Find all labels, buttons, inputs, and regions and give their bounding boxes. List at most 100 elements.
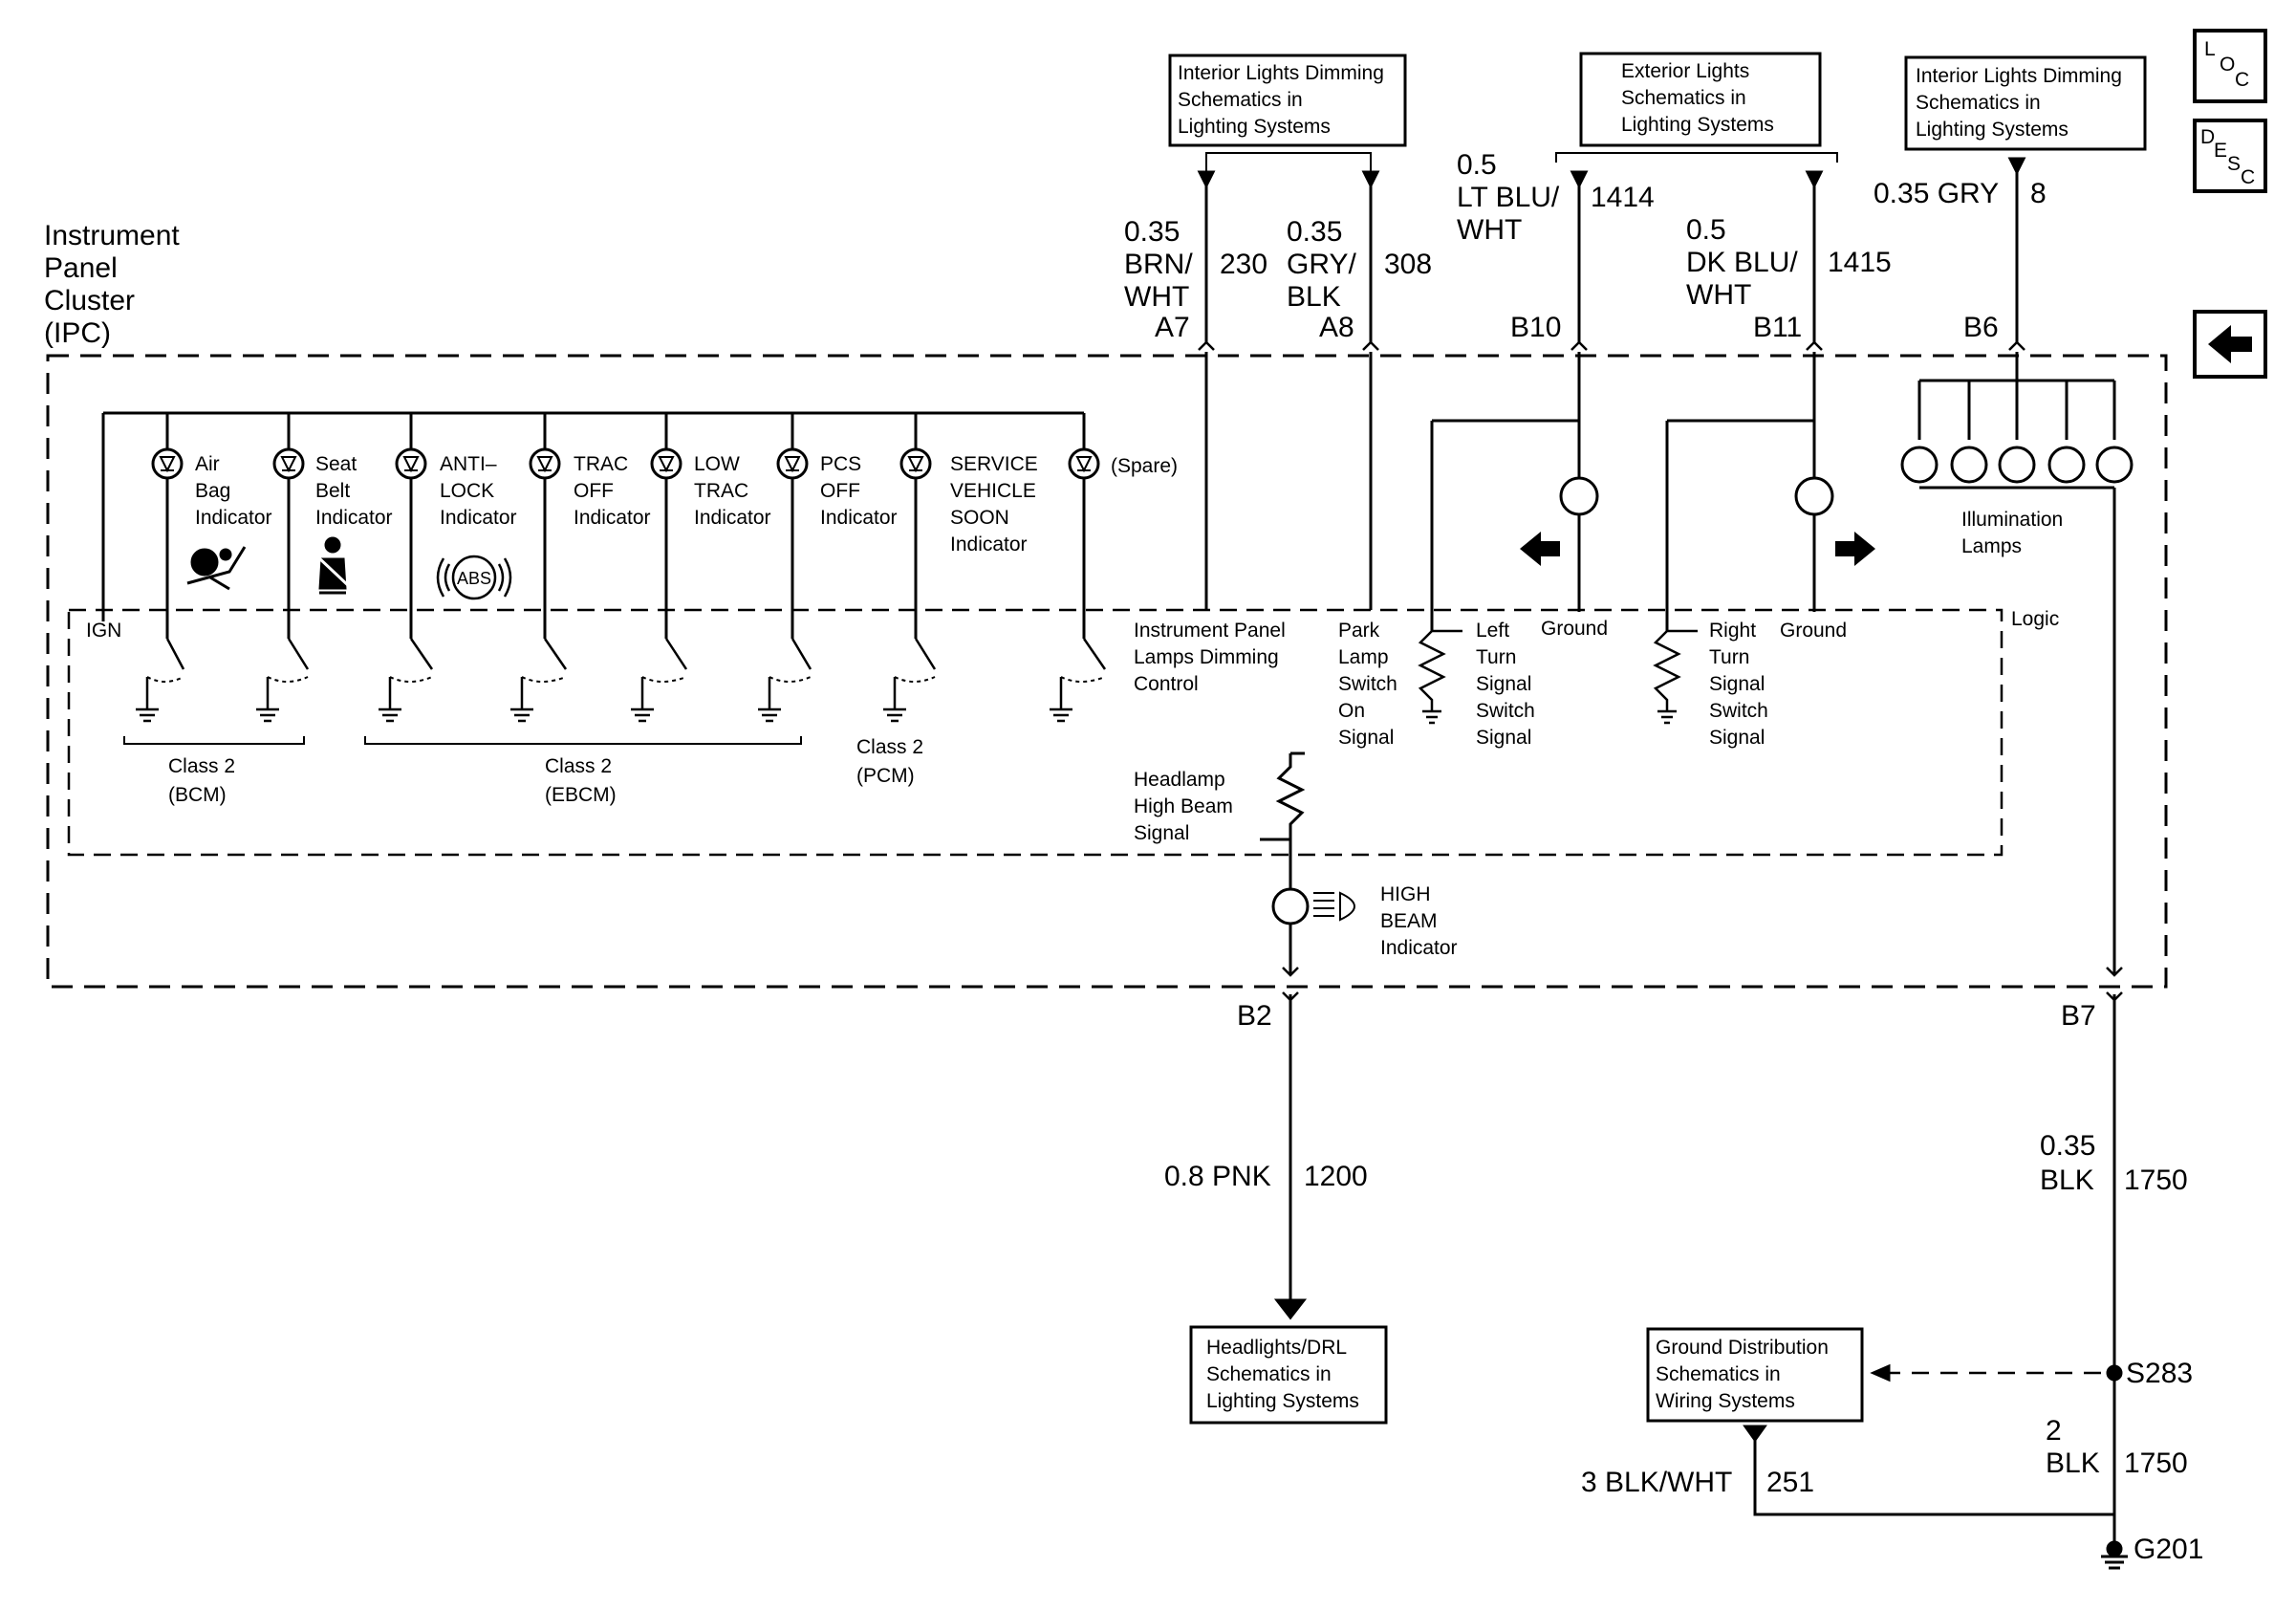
svg-text:Exterior Lights: Exterior Lights: [1621, 60, 1749, 82]
svg-text:Schematics in: Schematics in: [1916, 92, 2041, 114]
svg-text:LT BLU/: LT BLU/: [1457, 182, 1560, 213]
svg-text:Indicator: Indicator: [574, 507, 651, 529]
svg-text:B6: B6: [1963, 312, 1999, 343]
svg-text:(Spare): (Spare): [1111, 455, 1178, 477]
svg-text:LOCK: LOCK: [440, 480, 494, 502]
svg-text:Class 2: Class 2: [168, 755, 235, 777]
svg-text:BLK: BLK: [2040, 1165, 2094, 1196]
seatbelt-icon: [315, 536, 352, 595]
abs-icon: ABS: [436, 555, 512, 600]
svg-text:308: 308: [1384, 249, 1432, 280]
svg-text:GRY/: GRY/: [1287, 249, 1356, 280]
logic-signal-labels: Instrument Panel Lamps Dimming Control P…: [1134, 509, 2063, 959]
ipc-title: Instrument Panel Cluster (IPC): [44, 220, 180, 349]
logic-label: Logic: [2011, 608, 2059, 630]
svg-text:2: 2: [2046, 1415, 2062, 1447]
svg-text:Right: Right: [1709, 620, 1756, 642]
svg-text:E: E: [2214, 140, 2227, 162]
svg-text:Lamps Dimming: Lamps Dimming: [1134, 646, 1279, 668]
svg-text:Switch: Switch: [1709, 700, 1768, 722]
loc-button[interactable]: L O C: [2193, 29, 2267, 103]
svg-text:C: C: [2235, 69, 2249, 91]
svg-text:(BCM): (BCM): [168, 784, 227, 806]
svg-text:OFF: OFF: [574, 480, 614, 502]
desc-button[interactable]: D E S C: [2193, 119, 2267, 193]
svg-text:Schematics in: Schematics in: [1206, 1363, 1332, 1385]
svg-text:BEAM: BEAM: [1380, 910, 1438, 932]
svg-text:3 BLK/WHT: 3 BLK/WHT: [1581, 1467, 1732, 1498]
svg-text:On: On: [1338, 700, 1365, 722]
svg-text:Park: Park: [1338, 620, 1380, 642]
svg-text:1200: 1200: [1304, 1161, 1368, 1192]
svg-text:Lighting Systems: Lighting Systems: [1621, 114, 1774, 136]
svg-text:Ground Distribution: Ground Distribution: [1656, 1337, 1829, 1359]
svg-text:L: L: [2204, 38, 2216, 60]
svg-text:8: 8: [2030, 178, 2047, 209]
svg-text:Schematics in: Schematics in: [1656, 1363, 1781, 1385]
svg-text:Instrument Panel: Instrument Panel: [1134, 620, 1286, 642]
svg-text:Control: Control: [1134, 673, 1199, 695]
logic-outline: [67, 608, 2004, 857]
svg-text:WHT: WHT: [1457, 214, 1522, 246]
svg-text:S283: S283: [2126, 1358, 2193, 1389]
svg-text:BLK: BLK: [2046, 1448, 2100, 1479]
svg-text:Lighting Systems: Lighting Systems: [1916, 119, 2069, 141]
indicator-labels: Air Bag Indicator Seat Belt Indicator AN…: [195, 453, 1178, 555]
svg-text:0.35: 0.35: [2040, 1130, 2095, 1162]
ref-box-headlights[interactable]: Headlights/DRL Schematics in Lighting Sy…: [1189, 1325, 1388, 1425]
svg-text:OFF: OFF: [820, 480, 860, 502]
svg-text:Indicator: Indicator: [950, 533, 1028, 555]
svg-text:LOW: LOW: [694, 453, 740, 475]
svg-text:B10: B10: [1510, 312, 1561, 343]
svg-text:(IPC): (IPC): [44, 317, 111, 349]
svg-text:WHT: WHT: [1686, 279, 1751, 311]
svg-text:Indicator: Indicator: [1380, 937, 1458, 959]
ref-box-exterior[interactable]: Exterior Lights Schematics in Lighting S…: [1579, 52, 1822, 147]
svg-text:WHT: WHT: [1124, 281, 1189, 313]
svg-text:Belt: Belt: [315, 480, 350, 502]
svg-text:Instrument: Instrument: [44, 220, 180, 251]
svg-text:0.5: 0.5: [1457, 149, 1497, 181]
svg-text:Indicator: Indicator: [315, 507, 393, 529]
svg-text:1750: 1750: [2124, 1165, 2188, 1196]
left-turn-arrow-icon: [1520, 532, 1560, 566]
svg-text:Switch: Switch: [1476, 700, 1535, 722]
svg-text:(PCM): (PCM): [856, 765, 915, 787]
svg-text:0.8 PNK: 0.8 PNK: [1164, 1161, 1271, 1192]
svg-text:Interior Lights Dimming: Interior Lights Dimming: [1916, 65, 2122, 87]
svg-text:Headlamp: Headlamp: [1134, 769, 1225, 791]
back-button[interactable]: [2193, 310, 2267, 379]
svg-text:251: 251: [1766, 1467, 1814, 1498]
svg-text:SERVICE: SERVICE: [950, 453, 1038, 475]
ref-box-ground-distribution[interactable]: Ground Distribution Schematics in Wiring…: [1646, 1327, 1864, 1423]
svg-text:Signal: Signal: [1709, 673, 1765, 695]
svg-text:Illumination: Illumination: [1961, 509, 2063, 531]
svg-text:Cluster: Cluster: [44, 285, 135, 316]
svg-text:Headlights/DRL: Headlights/DRL: [1206, 1337, 1347, 1359]
ref-box-interior-right[interactable]: Interior Lights Dimming Schematics in Li…: [1904, 55, 2147, 151]
svg-text:VEHICLE: VEHICLE: [950, 480, 1036, 502]
svg-text:B2: B2: [1237, 1000, 1272, 1032]
svg-text:High Beam: High Beam: [1134, 795, 1233, 817]
svg-text:Ground: Ground: [1541, 618, 1608, 640]
ref-box-interior-left[interactable]: Interior Lights Dimming Schematics in Li…: [1168, 54, 1407, 147]
svg-text:Ground: Ground: [1780, 620, 1847, 642]
svg-text:Turn: Turn: [1476, 646, 1516, 668]
svg-text:Bag: Bag: [195, 480, 230, 502]
class2-bcm-bracket: [123, 736, 305, 745]
svg-text:Air: Air: [195, 453, 220, 475]
svg-text:0.35: 0.35: [1124, 216, 1180, 248]
svg-text:Turn: Turn: [1709, 646, 1749, 668]
svg-text:C: C: [2241, 166, 2255, 188]
svg-text:A8: A8: [1319, 312, 1354, 343]
svg-text:PCS: PCS: [820, 453, 861, 475]
svg-text:Indicator: Indicator: [820, 507, 898, 529]
svg-text:Signal: Signal: [1134, 822, 1189, 844]
svg-text:Switch: Switch: [1338, 673, 1397, 695]
svg-text:Signal: Signal: [1709, 727, 1765, 749]
wire-b10-labels: 0.5 LT BLU/ WHT 1414 B10: [1457, 149, 1655, 343]
svg-text:1414: 1414: [1591, 182, 1655, 213]
svg-text:HIGH: HIGH: [1380, 883, 1431, 905]
svg-text:Seat: Seat: [315, 453, 357, 475]
class2-ebcm-bracket: [364, 736, 802, 745]
